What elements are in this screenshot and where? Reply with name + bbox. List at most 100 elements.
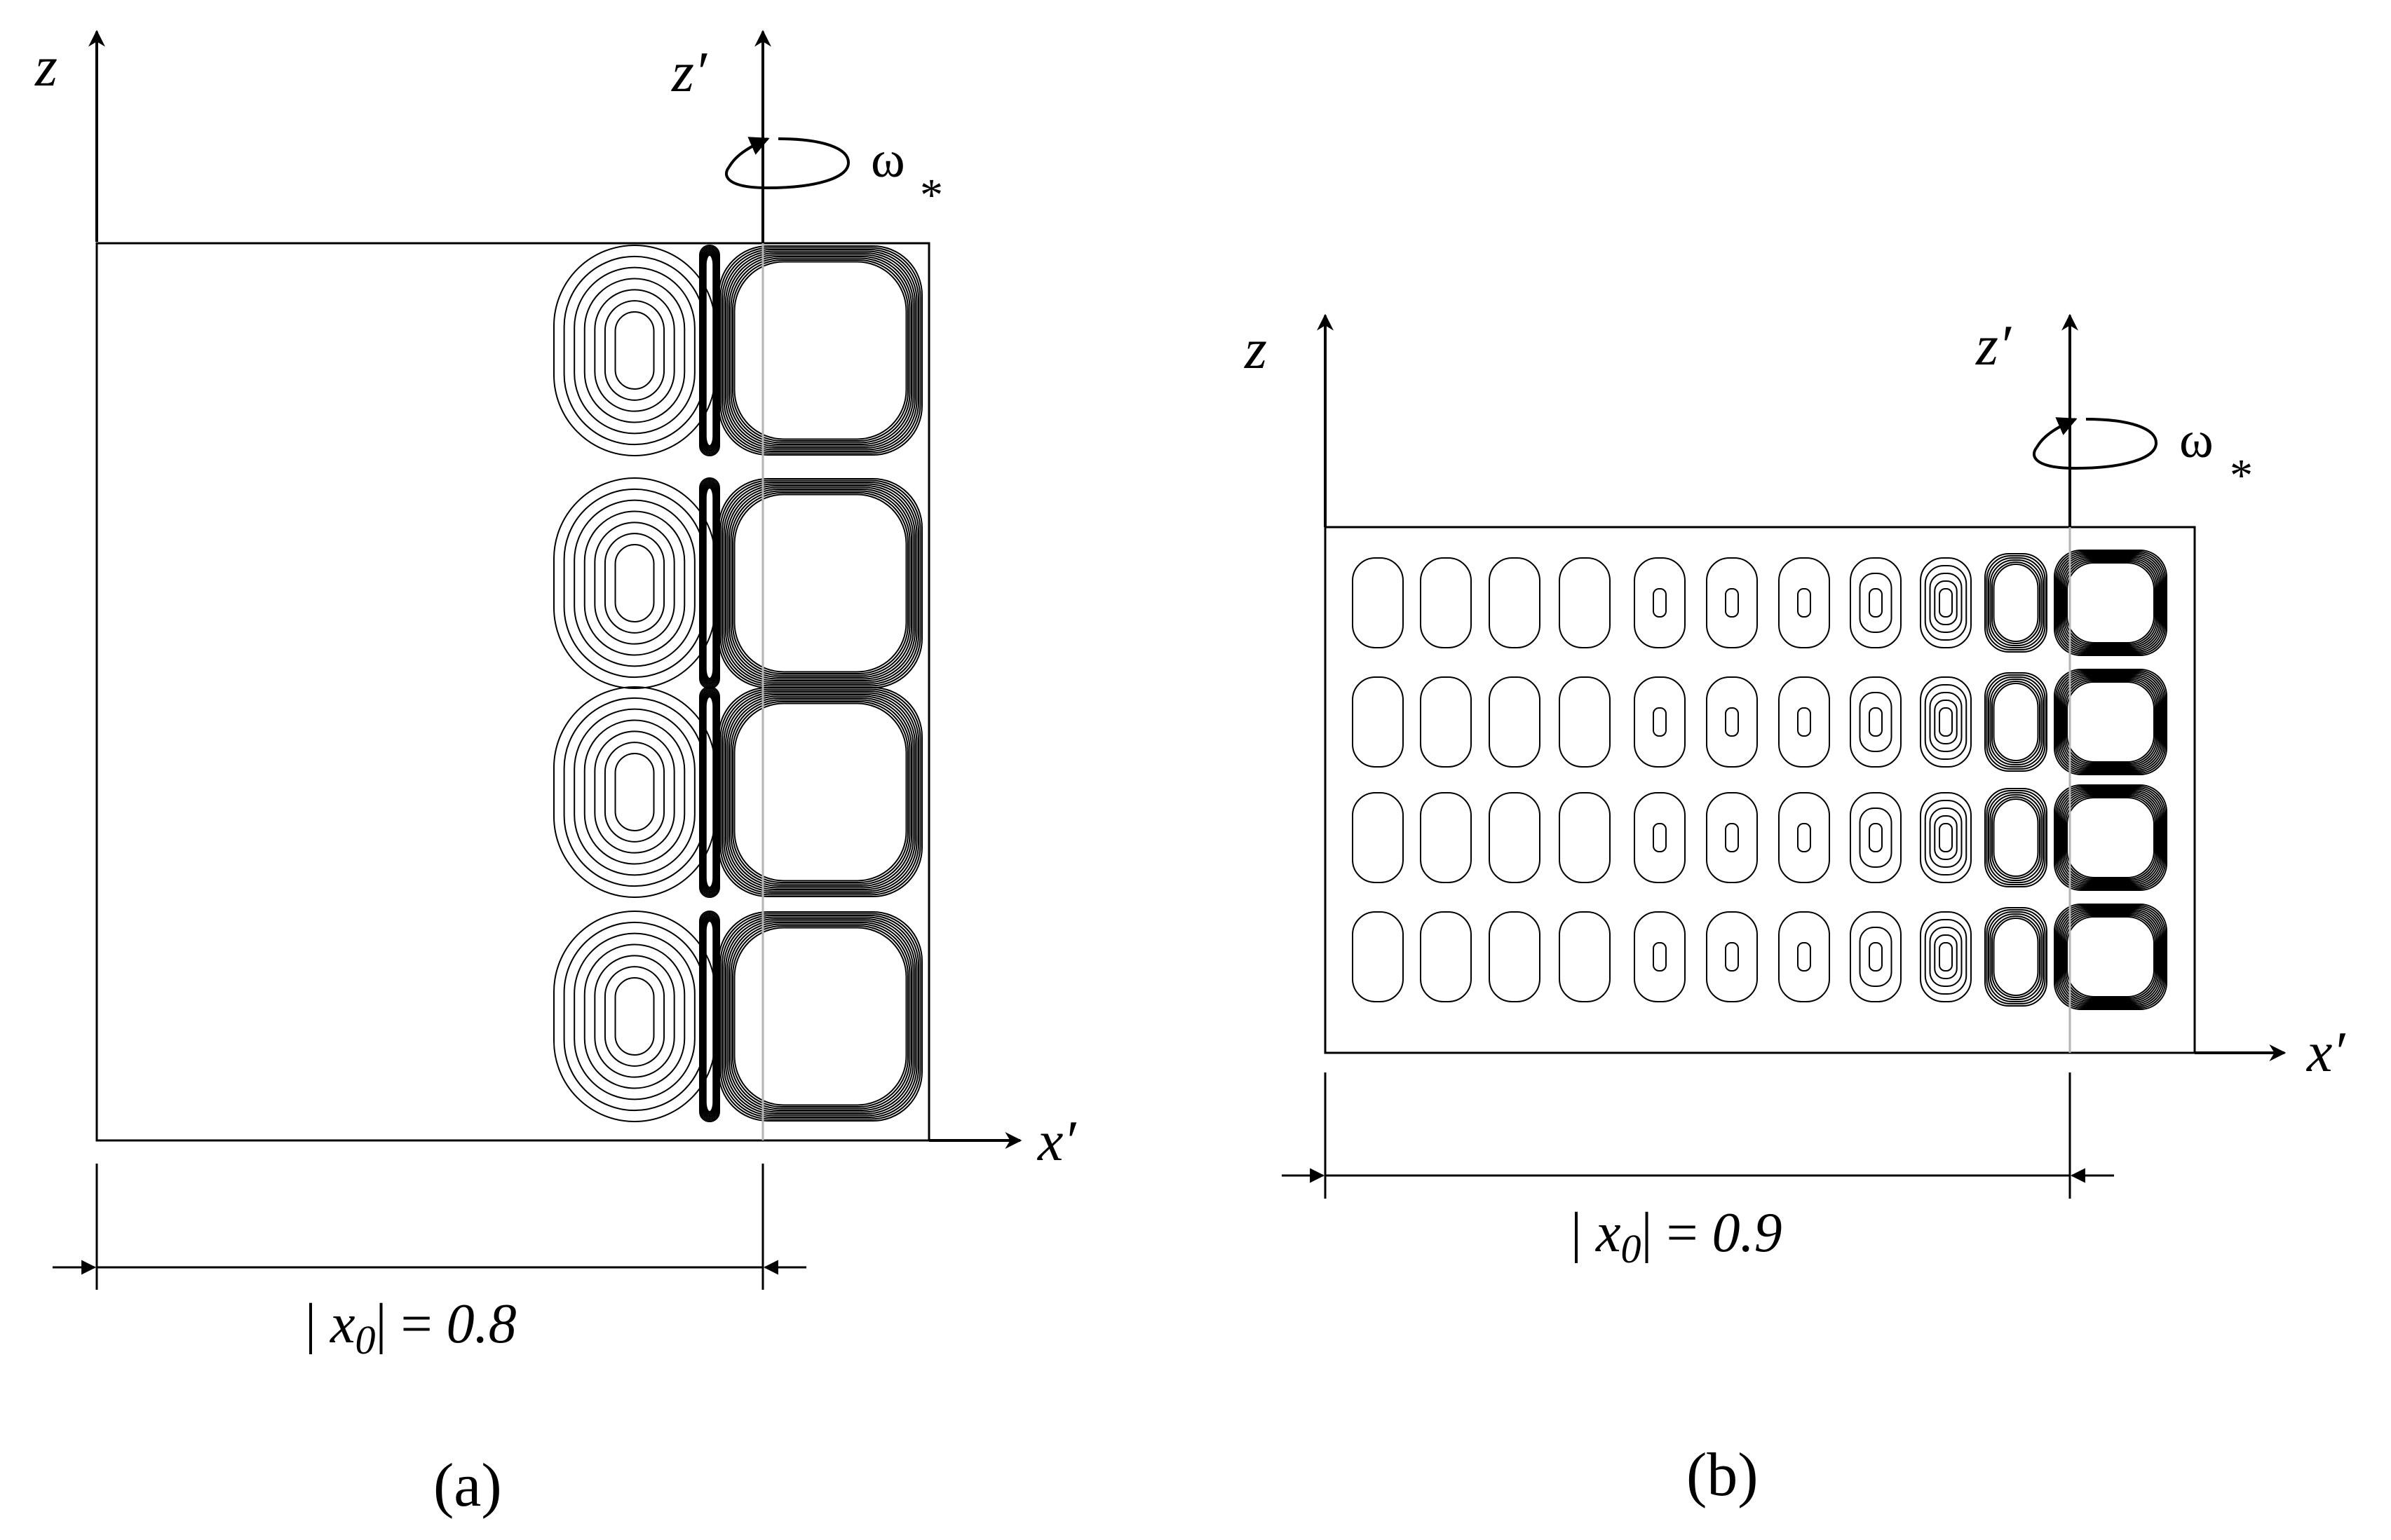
panel-b-omega-subscript: * <box>2230 450 2253 501</box>
vortex-contour <box>732 925 909 1108</box>
vortex-contour <box>1725 823 1739 852</box>
panel-a-z-label: z <box>34 34 57 98</box>
vortex-contour <box>700 247 719 454</box>
vortex-contour <box>614 544 655 622</box>
vortex-contour <box>1929 808 1963 868</box>
vortex-contour <box>1778 557 1830 648</box>
vortex-contour <box>574 266 696 435</box>
vortex-contour <box>1939 942 1953 972</box>
panel-a-x-prime-label: x′ <box>1037 1109 1076 1173</box>
vortex-contour <box>1653 588 1667 618</box>
vortex-contour <box>2062 558 2159 648</box>
vortex-contour <box>2061 791 2160 884</box>
vortex-contour <box>704 919 715 1114</box>
vortex-contour <box>725 485 916 681</box>
panel-b-rotation-arc <box>2033 418 2158 470</box>
vortex-contour <box>1920 676 1972 768</box>
vortex-contour <box>1986 790 2046 885</box>
vortex-contour <box>2054 784 2167 891</box>
vortex-contour <box>1988 676 2044 768</box>
vortex-contour <box>1559 911 1611 1002</box>
vortex-contour <box>614 753 655 831</box>
vortex-contour <box>1984 553 2047 653</box>
vortex-contour <box>1993 918 2039 996</box>
vortex-contour <box>2057 552 2165 653</box>
vortex-contour <box>733 927 907 1106</box>
vortex-contour <box>733 261 907 440</box>
vortex-contour <box>1653 707 1667 737</box>
vortex-contour <box>1939 588 1953 618</box>
vortex-contour <box>1559 792 1611 883</box>
vortex-contour <box>1929 692 1963 752</box>
vortex-contour <box>1991 561 2040 644</box>
vortex-contour <box>1934 580 1958 625</box>
vortex-contour <box>718 245 923 456</box>
vortex-contour <box>1869 942 1883 972</box>
vortex-contour <box>1489 911 1540 1002</box>
vortex-contour <box>1420 557 1472 648</box>
vortex-contour <box>1559 557 1611 648</box>
vortex-contour <box>1420 792 1472 883</box>
vortex-contour <box>1725 942 1739 972</box>
vortex-contour <box>701 249 718 452</box>
vortex-contour <box>604 533 665 634</box>
vortex-contour <box>730 923 911 1110</box>
vortex-contour <box>705 254 714 447</box>
vortex-contour <box>705 920 714 1112</box>
vortex-contour <box>1984 907 2047 1007</box>
panel-b-caption: (b) <box>1686 1441 1759 1509</box>
vortex-contour <box>723 916 918 1117</box>
vortex-contour <box>1934 700 1958 744</box>
vortex-contour <box>2066 916 2155 997</box>
vortex-contour <box>718 687 923 897</box>
vortex-contour <box>730 699 911 885</box>
vortex-contour <box>1850 792 1902 883</box>
vortex-contour <box>583 943 686 1089</box>
vortex-contour <box>2055 905 2166 1009</box>
vortex-contour <box>729 697 912 887</box>
panel-b-omega-label: ω <box>2179 411 2214 469</box>
vortex-contour <box>2064 679 2158 765</box>
vortex-contour <box>730 257 911 444</box>
vortex-contour <box>2065 915 2156 999</box>
vortex-contour <box>1993 798 2039 877</box>
vortex-contour <box>1634 676 1686 768</box>
vortex-contour <box>1984 672 2047 772</box>
vortex-contour <box>574 708 696 876</box>
vortex-contour <box>703 692 717 892</box>
vortex-contour <box>1850 557 1902 648</box>
vortex-contour <box>1706 792 1758 883</box>
vortex-contour <box>726 486 914 680</box>
vortex-contour <box>722 915 919 1118</box>
vortex-contour <box>701 915 718 1118</box>
vortex-contour <box>2054 669 2167 775</box>
vortex-contour <box>703 250 717 451</box>
vortex-contour <box>604 300 665 401</box>
vortex-contour <box>1859 808 1892 868</box>
vortex-contour <box>733 493 907 673</box>
panel-a-rotation-arc <box>725 137 851 190</box>
panel-b-x-prime-label: x′ <box>2306 1020 2345 1084</box>
vortex-contour <box>722 249 919 452</box>
vortex-contour <box>725 694 916 890</box>
vortex-contour <box>1984 788 2047 887</box>
vortex-contour <box>2066 797 2155 878</box>
panel-b-z-prime-label: z′ <box>1975 313 2012 377</box>
vortex-contour <box>1924 684 1967 760</box>
vortex-contour <box>718 911 923 1122</box>
vortex-contour <box>1352 792 1404 883</box>
vortex-contour <box>705 487 714 679</box>
panel-a-caption: (a) <box>433 1452 502 1520</box>
vortex-contour <box>2058 908 2163 1006</box>
panel-b: z z′ ω * x′ | x0| = 0.9 (b) <box>1244 313 2345 1509</box>
vortex-contour <box>1924 565 1967 641</box>
vortex-contour <box>703 693 716 891</box>
vortex-contour <box>1653 823 1667 852</box>
vortex-contour <box>2058 554 2163 652</box>
vortex-contour <box>1706 676 1758 768</box>
vortex-contour <box>703 916 717 1117</box>
vortex-contour <box>1934 934 1958 979</box>
vortex-contour <box>719 247 921 454</box>
vortex-contour <box>553 245 716 456</box>
vortex-contour <box>553 477 716 689</box>
